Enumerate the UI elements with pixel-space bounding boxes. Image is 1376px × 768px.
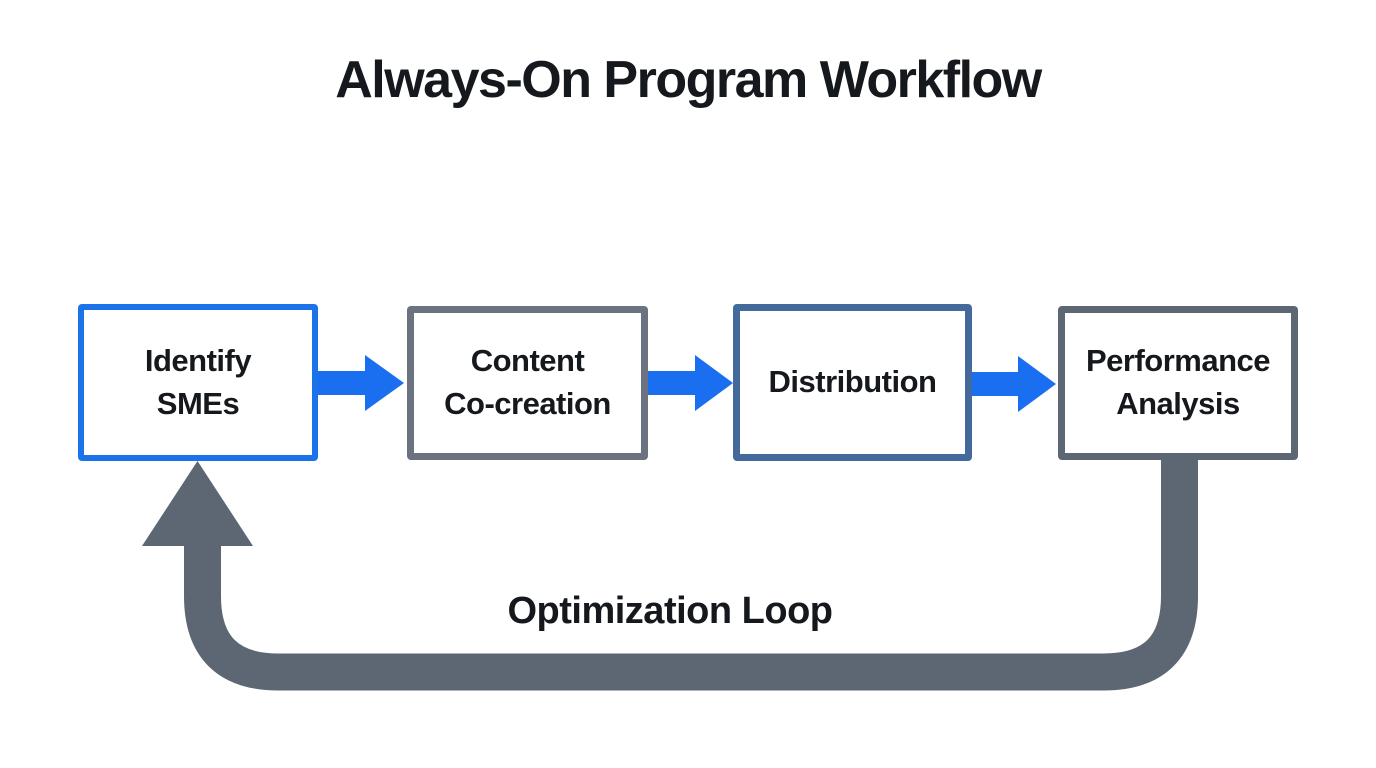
optimization-loop-label: Optimization Loop <box>507 590 833 632</box>
step-label-performance-analysis: Performance Analysis <box>1085 343 1271 421</box>
step-label-identify-smes: Identify SMEs <box>144 342 252 421</box>
diagram-title: Always-On Program Workflow <box>335 51 1042 109</box>
step-label-content-co-creation: Content Co-creation <box>444 343 611 421</box>
flow-arrow-1-icon <box>318 355 404 411</box>
step-box-performance-analysis: Performance Analysis <box>1058 306 1298 460</box>
optimization-loop-arrowhead-icon <box>142 461 253 546</box>
step-box-distribution: Distribution <box>733 304 972 461</box>
optimization-loop-arrow <box>184 452 1198 691</box>
flow-arrow-2-icon <box>648 355 733 411</box>
step-box-identify-smes: Identify SMEs <box>78 304 318 461</box>
step-box-content-co-creation: Content Co-creation <box>407 306 648 460</box>
flow-arrow-3-icon <box>971 356 1056 412</box>
step-label-distribution: Distribution <box>768 364 937 400</box>
